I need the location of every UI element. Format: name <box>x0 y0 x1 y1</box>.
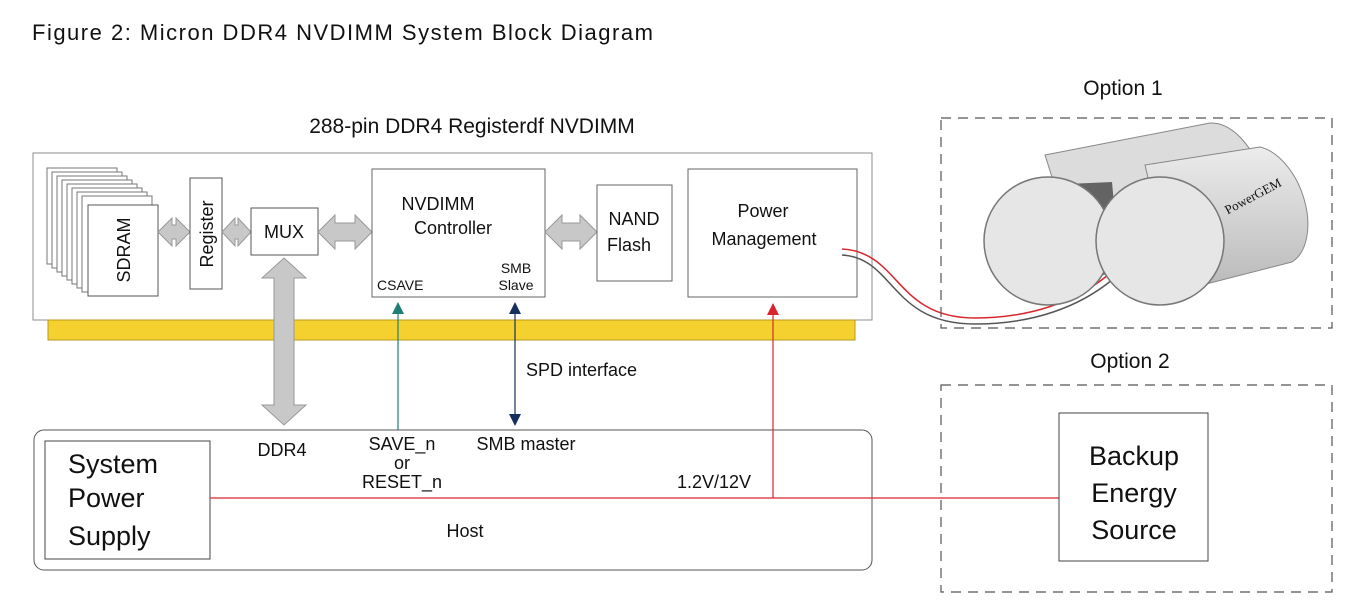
gold-connector-strip <box>47 319 856 341</box>
register-label: Register <box>197 200 217 267</box>
save-label-line3: RESET_n <box>362 472 442 493</box>
option1-frame <box>940 117 1333 329</box>
csave-label: CSAVE <box>377 277 423 293</box>
sdram-label: SDRAM <box>114 217 134 282</box>
register-box <box>189 177 223 290</box>
power-label-line2: Management <box>711 229 816 249</box>
nand-label-line1: NAND <box>608 209 659 229</box>
backup-energy-source-box <box>1058 412 1209 562</box>
nand-flash-box <box>596 184 673 282</box>
save-label-line1: SAVE_n <box>369 434 436 455</box>
host-box <box>33 429 873 571</box>
controller-label-line2: Controller <box>414 218 492 238</box>
module-title: 288-pin DDR4 Registerdf NVDIMM <box>309 115 635 138</box>
backup-label-line2: Energy <box>1091 478 1177 508</box>
smb-slave-line1: SMB <box>501 260 531 276</box>
voltage-label: 1.2V/12V <box>677 472 751 492</box>
host-label: Host <box>446 521 483 541</box>
smb-master-label: SMB master <box>476 434 575 454</box>
nvdimm-controller-box <box>371 168 546 298</box>
psu-label-line2: Power <box>68 483 145 513</box>
power-management-box <box>687 168 858 298</box>
controller-label-line1: NVDIMM <box>402 194 475 214</box>
mux-box <box>250 207 319 256</box>
option2-frame <box>940 384 1333 593</box>
powergem-supercap-icon: PowerGEM <box>983 122 1309 306</box>
backup-label-line1: Backup <box>1089 441 1179 471</box>
power-label-line1: Power <box>737 201 788 221</box>
option2-title: Option 2 <box>1090 350 1169 373</box>
ddr4-label: DDR4 <box>257 440 306 460</box>
option1-title: Option 1 <box>1083 77 1162 100</box>
ddr4-bus-arrow <box>260 257 308 426</box>
spd-interface-label: SPD interface <box>526 360 637 380</box>
smb-slave-line2: Slave <box>498 277 533 293</box>
psu-label-line1: System <box>68 449 158 479</box>
sdram-stack: SDRAM <box>46 167 159 297</box>
mux-label: MUX <box>264 222 304 242</box>
save-label-line2: or <box>394 453 410 473</box>
system-power-supply-box <box>44 440 211 560</box>
nand-label-line2: Flash <box>607 235 651 255</box>
powergem-cable-black <box>841 254 1113 325</box>
psu-label-line3: Supply <box>68 521 151 551</box>
figure-title: Figure 2: Micron DDR4 NVDIMM System Bloc… <box>32 20 654 45</box>
backup-label-line3: Source <box>1091 515 1177 545</box>
